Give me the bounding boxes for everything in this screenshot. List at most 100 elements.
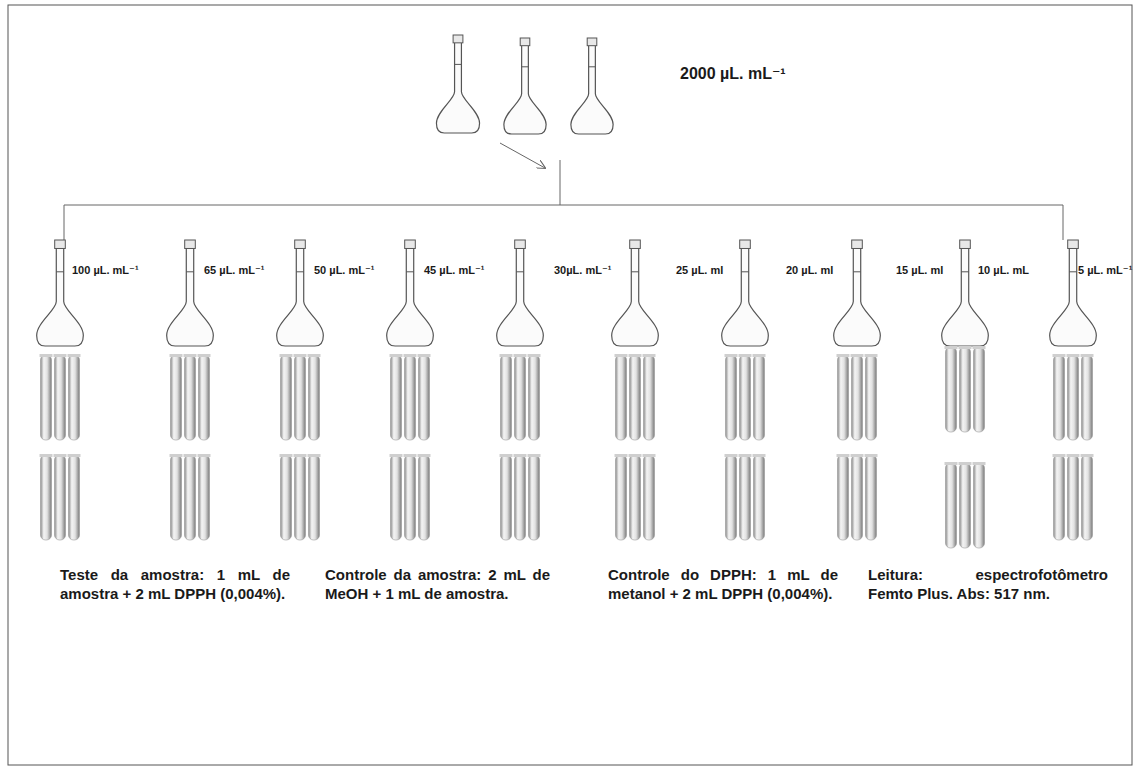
concentration-label: 5 µL. mL⁻¹ bbox=[1078, 264, 1132, 278]
frame-border bbox=[8, 5, 1132, 765]
volumetric-flask bbox=[834, 240, 881, 346]
test-tube bbox=[726, 455, 737, 540]
volumetric-flask bbox=[1050, 240, 1097, 346]
test-tube bbox=[309, 355, 320, 440]
test-tube bbox=[281, 355, 292, 440]
tube-rim bbox=[851, 454, 864, 457]
tube-rim bbox=[1053, 454, 1066, 457]
tube-rim bbox=[837, 354, 850, 357]
test-tube bbox=[974, 347, 985, 432]
tube-rim bbox=[40, 454, 53, 457]
test-tube bbox=[1082, 455, 1093, 540]
volumetric-flask bbox=[722, 240, 769, 346]
tube-rim bbox=[68, 454, 81, 457]
test-tube bbox=[55, 355, 66, 440]
test-tube bbox=[515, 355, 526, 440]
procedure-note: Leitura: espectrofotômetro Femto Plus. A… bbox=[868, 566, 1108, 604]
tube-rim bbox=[753, 354, 766, 357]
test-tube bbox=[630, 355, 641, 440]
test-tube bbox=[41, 355, 52, 440]
volumetric-flask bbox=[942, 240, 989, 346]
test-tube bbox=[852, 355, 863, 440]
tube-rim bbox=[184, 454, 197, 457]
tube-rim bbox=[294, 354, 307, 357]
tube-rim bbox=[418, 454, 431, 457]
test-tube bbox=[199, 355, 210, 440]
tube-rim bbox=[615, 354, 628, 357]
test-tube bbox=[740, 455, 751, 540]
volumetric-flask bbox=[504, 38, 546, 134]
tube-rim bbox=[514, 454, 527, 457]
test-tube bbox=[501, 455, 512, 540]
tube-rim bbox=[500, 454, 513, 457]
tube-rim bbox=[528, 454, 541, 457]
concentration-label: 50 µL. mL⁻¹ bbox=[314, 264, 374, 278]
tube-rim bbox=[280, 354, 293, 357]
tube-rim bbox=[198, 354, 211, 357]
test-tube bbox=[185, 455, 196, 540]
tube-rim bbox=[865, 354, 878, 357]
test-tube bbox=[295, 355, 306, 440]
tube-rim bbox=[959, 462, 972, 465]
tube-rim bbox=[170, 354, 183, 357]
test-tube bbox=[419, 355, 430, 440]
test-tube bbox=[644, 455, 655, 540]
tube-rim bbox=[959, 346, 972, 349]
test-tube bbox=[726, 355, 737, 440]
test-tube bbox=[55, 455, 66, 540]
tube-rim bbox=[308, 454, 321, 457]
volumetric-flask bbox=[277, 240, 324, 346]
tube-rim bbox=[280, 454, 293, 457]
test-tube bbox=[171, 355, 182, 440]
volumetric-flask bbox=[571, 38, 613, 134]
test-tube bbox=[946, 463, 957, 548]
test-tube bbox=[974, 463, 985, 548]
tube-rim bbox=[54, 354, 67, 357]
concentration-label: 25 µL. ml bbox=[676, 264, 723, 278]
test-tube bbox=[69, 355, 80, 440]
test-tube bbox=[391, 455, 402, 540]
volumetric-flask bbox=[436, 35, 479, 133]
test-tube bbox=[199, 455, 210, 540]
test-tube bbox=[529, 455, 540, 540]
test-tube bbox=[866, 355, 877, 440]
test-tube bbox=[41, 455, 52, 540]
test-tube bbox=[1054, 455, 1065, 540]
concentration-label: 15 µL. ml bbox=[896, 264, 943, 278]
tube-rim bbox=[294, 454, 307, 457]
tube-rim bbox=[514, 354, 527, 357]
test-tube bbox=[1082, 355, 1093, 440]
tube-rim bbox=[404, 454, 417, 457]
tube-rim bbox=[725, 354, 738, 357]
test-tube bbox=[515, 455, 526, 540]
tube-rim bbox=[643, 454, 656, 457]
tube-rim bbox=[404, 354, 417, 357]
test-tube bbox=[866, 455, 877, 540]
tube-rim bbox=[1053, 354, 1066, 357]
test-tube bbox=[309, 455, 320, 540]
tube-rim bbox=[54, 454, 67, 457]
test-tube bbox=[419, 455, 430, 540]
test-tube bbox=[644, 355, 655, 440]
procedure-note: Controle da amostra: 2 mL de MeOH + 1 mL… bbox=[325, 566, 550, 604]
tube-rim bbox=[945, 346, 958, 349]
tube-rim bbox=[418, 354, 431, 357]
tube-rim bbox=[973, 462, 986, 465]
test-tube bbox=[630, 455, 641, 540]
procedure-note: Controle do DPPH: 1 mL de metanol + 2 mL… bbox=[608, 566, 838, 604]
tube-rim bbox=[170, 454, 183, 457]
tube-rim bbox=[973, 346, 986, 349]
test-tube bbox=[171, 455, 182, 540]
test-tube bbox=[754, 355, 765, 440]
tube-rim bbox=[40, 354, 53, 357]
tube-rim bbox=[390, 354, 403, 357]
concentration-label: 45 µL. mL⁻¹ bbox=[424, 264, 484, 278]
tube-rim bbox=[865, 454, 878, 457]
tube-rim bbox=[1081, 454, 1094, 457]
test-tube bbox=[1068, 355, 1079, 440]
test-tube bbox=[740, 355, 751, 440]
volumetric-flask bbox=[612, 240, 659, 346]
tube-rim bbox=[643, 354, 656, 357]
test-tube bbox=[960, 347, 971, 432]
